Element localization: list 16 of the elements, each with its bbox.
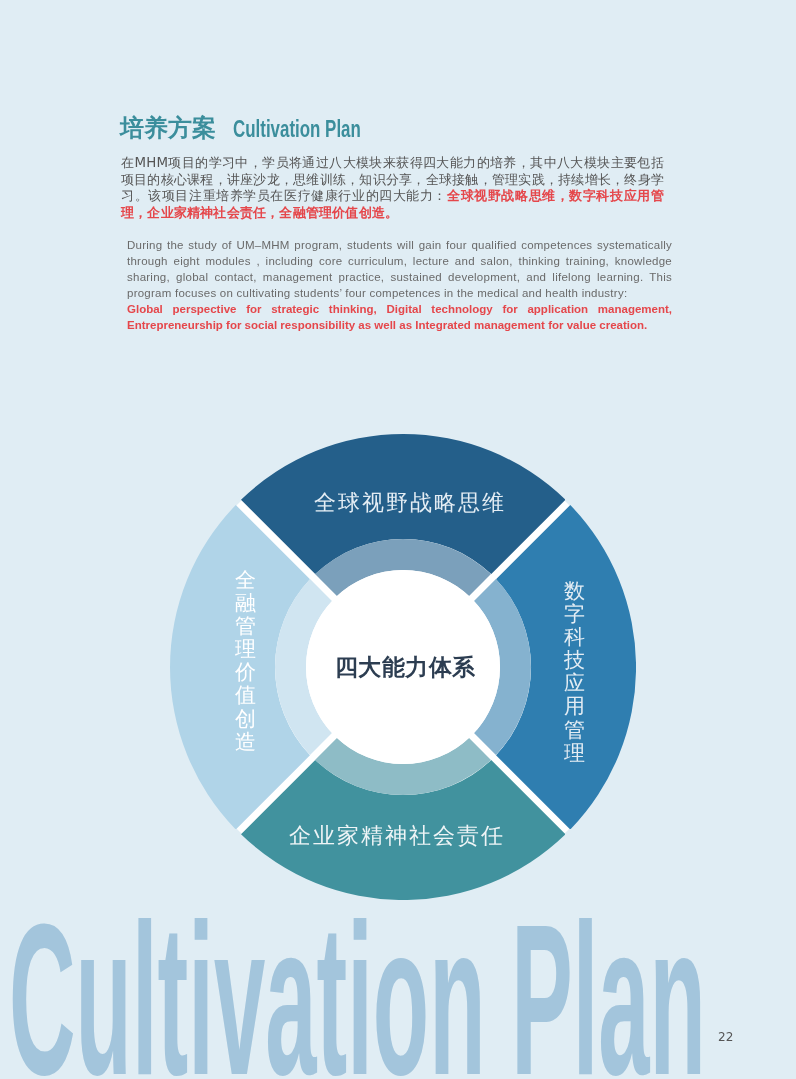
inner-ring-band <box>474 579 531 755</box>
ring-segment <box>240 759 566 900</box>
center-label: 四大能力体系 <box>333 652 476 682</box>
background-text: Cultivation Plan <box>9 919 706 1079</box>
description-text: During the study of UM–MHM program, students will gain four qualified competences systematically through eight modules , including core curriculum, lecture and salon, thinking training, knowledge sharing, global contact, management practice, sustained development, and lifelong learning. This program focuses on cultivating students’ four competences in the medical and health industry: Global perspective for strategic thinking, Digital technology for application management, Entrepreneurship for social responsibility as well as Integrated management for value creation. <box>127 238 672 333</box>
inner-ring-band <box>315 738 491 795</box>
segment-label: 全融管理价值创造 <box>234 568 256 754</box>
description-text: 在MHM项目的学习中，学员将通过八大模块来获得四大能力的培养，其中八大模块主要包括项目的核心课程，讲座沙龙，思维训练，知识分享，全球接触，管理实践，持续增长，终身学习。该项目注重培养学员在医疗健康行业的四大能力：全球视野战略思维，数字科技应用管理，企业家精神社会责任，全融管理价值创造。 <box>121 155 664 222</box>
page-subtitle: Cultivation Plan <box>233 115 361 144</box>
segment-label: 全球视野战略思维 <box>314 488 506 517</box>
page-number: 22 <box>718 1029 734 1046</box>
inner-ring-band <box>315 539 491 596</box>
segment-label: 企业家精神社会责任 <box>289 821 505 850</box>
page-title: 培养方案 <box>120 113 216 144</box>
segment-label: 数字科技应用管理 <box>564 579 586 765</box>
inner-ring-band <box>275 579 332 755</box>
